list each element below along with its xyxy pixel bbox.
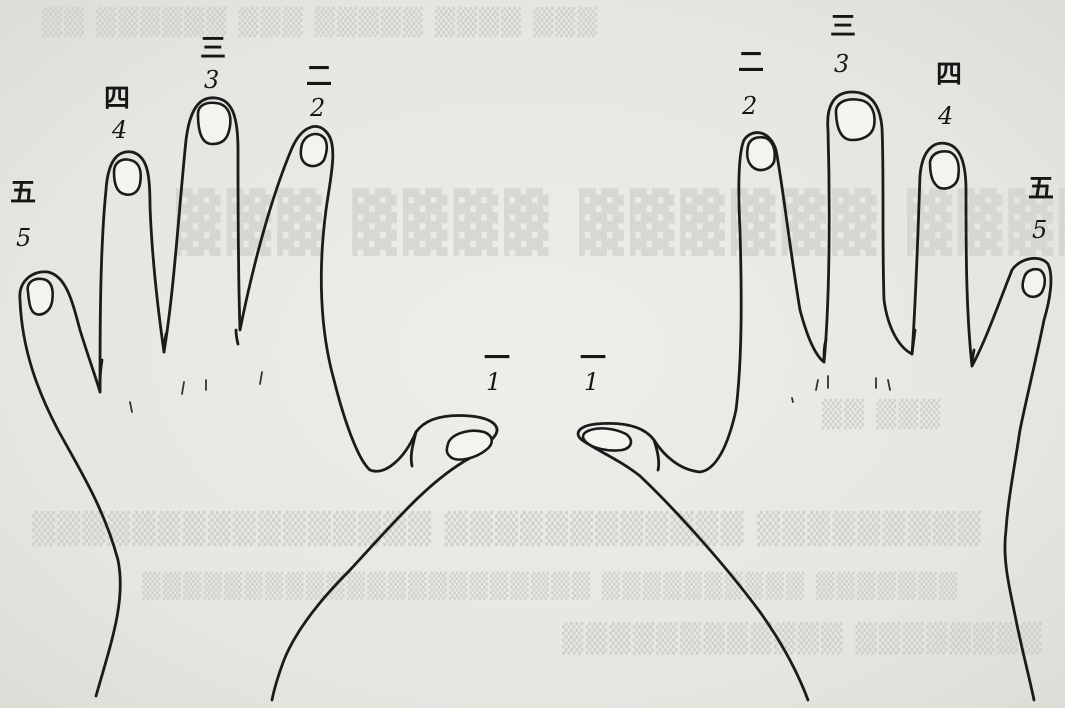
left-hand-outline	[20, 98, 497, 700]
left-index-finger-cn-label: 二	[306, 64, 332, 90]
left-index-finger-number: 2	[310, 96, 325, 120]
left-ring-nail	[114, 160, 141, 195]
left-thumb-number: 1	[486, 370, 501, 394]
left-ring-finger-number: 4	[112, 118, 127, 142]
left-index-nail	[301, 134, 327, 166]
left-little-finger-number: 5	[16, 226, 31, 250]
right-index-finger-cn-label: 二	[738, 50, 764, 76]
left-hand	[20, 98, 497, 700]
right-little-finger-number: 5	[1032, 218, 1047, 242]
right-middle-finger-cn-label: 三	[830, 14, 856, 40]
left-middle-finger-cn-label: 三	[200, 36, 226, 62]
right-thumb-number: 1	[584, 370, 599, 394]
right-middle-nail	[836, 99, 874, 140]
left-thumb-nail	[447, 431, 492, 460]
right-ring-finger-cn-label: 四	[936, 62, 962, 88]
right-little-nail	[1023, 269, 1045, 297]
right-thumb-nail	[583, 428, 631, 450]
right-index-nail	[747, 137, 774, 170]
left-little-nail	[28, 279, 53, 315]
right-ring-finger-number: 4	[938, 104, 953, 128]
left-ring-finger-cn-label: 四	[104, 86, 130, 112]
left-middle-nail	[198, 103, 230, 144]
left-little-finger-cn-label: 五	[10, 180, 36, 206]
right-middle-finger-number: 3	[834, 52, 849, 76]
right-little-finger-cn-label: 五	[1028, 176, 1054, 202]
left-middle-finger-number: 3	[204, 68, 219, 92]
right-hand	[578, 92, 1051, 700]
right-hand-outline	[578, 92, 1051, 700]
right-index-finger-number: 2	[742, 94, 757, 118]
right-ring-nail	[930, 151, 959, 188]
